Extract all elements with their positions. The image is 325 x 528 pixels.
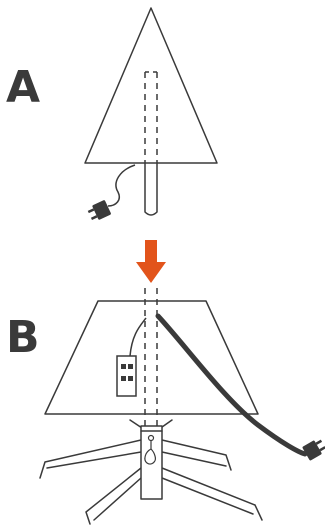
down-arrow-icon (136, 240, 166, 283)
tree-bottom-trapezoid (44, 300, 259, 415)
tree-top-a (84, 7, 218, 216)
step-label-b: B (6, 312, 40, 363)
stand-leg-right (161, 439, 232, 471)
power-plug-icon (87, 200, 111, 220)
stand-hook (144, 434, 156, 465)
pole-stub-a (144, 163, 158, 216)
tree-stand (39, 419, 263, 525)
stand-column (140, 425, 163, 500)
pole-dashes-b (144, 288, 158, 426)
cord-a (107, 164, 136, 207)
step-label-a: A (6, 62, 41, 113)
power-plug-icon (302, 439, 325, 461)
stand-leg-front-right (161, 467, 263, 521)
cord-to-outlet (129, 317, 147, 357)
stand-leg-front-left (85, 467, 142, 525)
power-outlet-icon (116, 355, 137, 397)
stand-leg-left (39, 439, 142, 479)
tree-bottom-b (44, 288, 259, 426)
pole-dashes-a (144, 72, 158, 163)
tree-top-triangle (84, 7, 218, 164)
cord-b (155, 313, 308, 457)
